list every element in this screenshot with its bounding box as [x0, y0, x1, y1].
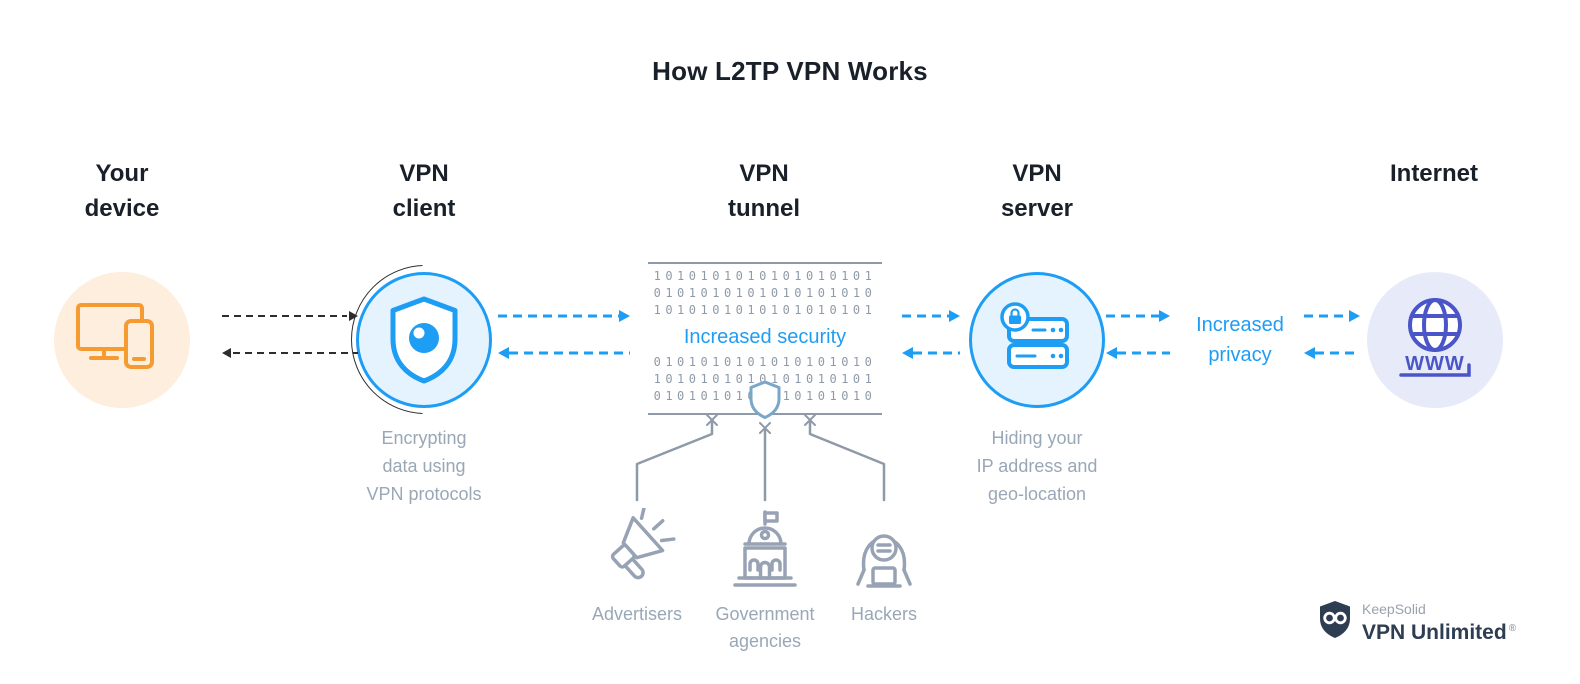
arrow-tunnel-to-server — [902, 309, 960, 323]
arrow-client-to-device — [222, 346, 358, 360]
hackers-label: Hackers — [850, 604, 917, 624]
arrow-head-icon — [902, 347, 913, 359]
arrow-shaft — [1304, 314, 1349, 318]
arrow-head-icon — [619, 310, 630, 322]
arrow-server-to-tunnel — [902, 346, 960, 360]
header-vpn-tunnel: VPN tunnel — [728, 160, 800, 222]
infinity-icon — [1323, 611, 1347, 625]
logo-brand: KeepSolid — [1362, 601, 1426, 617]
arrow-shaft — [1117, 351, 1170, 355]
arrow-shaft — [1315, 351, 1360, 355]
arrow-shaft — [498, 314, 619, 318]
client-caption: Encrypting data using VPN protocols — [366, 428, 482, 504]
globe-www-icon: WWW — [1399, 298, 1471, 377]
arrow-head-icon — [1304, 347, 1315, 359]
logo-product-name: VPN Unlimited — [1362, 621, 1507, 644]
arrow-server-to-privacy — [1106, 309, 1170, 323]
arrow-client-to-tunnel — [498, 309, 630, 323]
megaphone-icon — [610, 508, 676, 580]
vpn-tunnel-graphic: 1010101010101010101 0101010101010101010 … — [648, 262, 882, 415]
binary-stream-top: 1010101010101010101 0101010101010101010 … — [653, 269, 877, 317]
arrow-device-to-client — [222, 309, 358, 323]
registered-trademark: ® — [1508, 623, 1517, 634]
diagram-title: How L2TP VPN Works — [652, 56, 928, 86]
threat-connector-lines — [635, 414, 886, 502]
arrow-privacy-to-internet — [1304, 309, 1360, 323]
server-caption: Hiding your IP address and geo-location — [976, 428, 1098, 504]
logo-product: VPN Unlimited® — [1362, 617, 1516, 645]
advertisers-label: Advertisers — [591, 604, 683, 624]
increased-security-label: Increased security — [683, 326, 847, 348]
header-vpn-server: VPN server — [1000, 160, 1074, 222]
arrow-head-icon — [1159, 310, 1170, 322]
arrow-shaft — [913, 351, 960, 355]
shield-eye-icon — [390, 296, 458, 384]
arrow-head-icon — [1106, 347, 1117, 359]
arrow-privacy-to-server — [1106, 346, 1170, 360]
device-monitor-phone-icon — [76, 303, 154, 369]
www-text: WWW — [1405, 353, 1465, 375]
arrow-shaft — [1106, 314, 1159, 318]
arrow-tunnel-to-client — [498, 346, 630, 360]
government-agencies-label: Government agencies — [715, 604, 815, 651]
server-lock-icon — [1000, 302, 1069, 369]
keepsolid-shield-logo-icon — [1320, 601, 1350, 638]
header-your-device: Your device — [84, 160, 160, 222]
header-vpn-client: VPN client — [392, 160, 456, 222]
government-building-icon — [733, 510, 797, 587]
binary-stream-bottom: 0101010101010101010 1010101010101010101 … — [653, 355, 877, 403]
arrow-head-icon — [222, 348, 231, 358]
lock-icon — [1000, 302, 1030, 332]
increased-privacy-label: Increased privacy — [1196, 314, 1284, 366]
arrow-shaft — [233, 352, 358, 354]
logo-text-block: KeepSolid VPN Unlimited® — [1362, 601, 1516, 645]
arrow-shaft — [509, 351, 630, 355]
header-internet: Internet — [1389, 160, 1478, 187]
tunnel-shield-icon — [749, 380, 781, 419]
arrow-internet-to-privacy — [1304, 346, 1360, 360]
arrow-head-icon — [1349, 310, 1360, 322]
arrow-head-icon — [949, 310, 960, 322]
arrow-shaft — [902, 314, 949, 318]
eye-icon — [409, 323, 439, 353]
hacker-icon — [856, 534, 912, 588]
blocked-x-marks — [706, 414, 816, 434]
arrow-head-icon — [349, 311, 358, 321]
arrow-head-icon — [498, 347, 509, 359]
arrow-shaft — [222, 315, 347, 317]
